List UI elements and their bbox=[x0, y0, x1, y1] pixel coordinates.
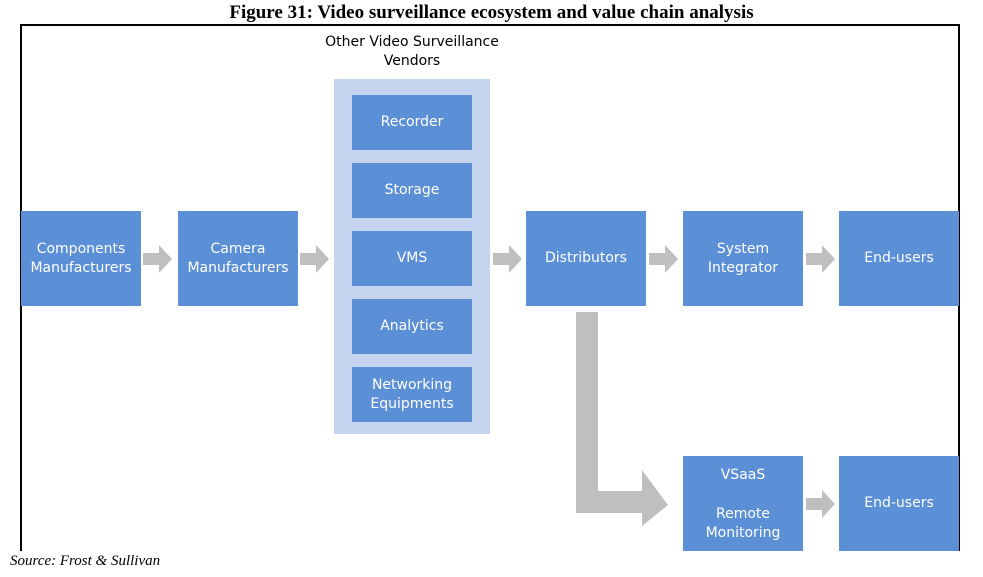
distributors-label: Distributors bbox=[545, 250, 627, 266]
end-users-bottom-label: End-users bbox=[864, 495, 934, 511]
vendor-storage-label: Storage bbox=[384, 182, 440, 198]
arrow-right-icon bbox=[649, 245, 678, 273]
vendor-recorder-box: Recorder bbox=[352, 95, 472, 150]
diagram-frame bbox=[20, 24, 960, 551]
components-label-line2: Manufacturers bbox=[30, 259, 132, 276]
integrator-label-line2: Integrator bbox=[707, 259, 779, 276]
vendor-recorder-label: Recorder bbox=[380, 114, 444, 130]
arrow-right-icon bbox=[300, 245, 329, 273]
vendor-analytics-box: Analytics bbox=[352, 299, 472, 354]
end-users-bottom-box: End-users bbox=[839, 456, 959, 551]
vsaas-box: VSaaS Remote Monitoring bbox=[683, 456, 803, 551]
arrow-right-icon bbox=[806, 245, 835, 273]
remote-label-line2: Monitoring bbox=[705, 525, 781, 541]
camera-label-line2: Manufacturers bbox=[187, 259, 289, 276]
components-manufacturers-box: Components Manufacturers bbox=[21, 211, 141, 306]
vendor-storage-box: Storage bbox=[352, 163, 472, 218]
camera-manufacturers-box: Camera Manufacturers bbox=[178, 211, 298, 306]
vendor-analytics-label: Analytics bbox=[380, 318, 444, 334]
arrow-right-icon bbox=[493, 245, 522, 273]
source-note: Source: Frost & Sullivan bbox=[10, 553, 161, 569]
vendors-title-line1: Other Video Surveillance bbox=[325, 34, 499, 50]
vendor-networking-box: Networking Equipments bbox=[352, 367, 472, 422]
system-integrator-box: System Integrator bbox=[683, 211, 803, 306]
vendors-group-title: Other Video Surveillance Vendors bbox=[300, 33, 524, 71]
vendor-vms-box: VMS bbox=[352, 231, 472, 286]
remote-label-line1: Remote bbox=[715, 506, 771, 522]
vendors-title-line2: Vendors bbox=[383, 53, 441, 69]
arrow-right-icon bbox=[143, 245, 172, 273]
vendor-networking-label-line1: Networking bbox=[371, 376, 453, 393]
vsaas-label: VSaaS bbox=[720, 467, 766, 483]
vendor-networking-label-line2: Equipments bbox=[370, 395, 454, 412]
vendor-vms-label: VMS bbox=[396, 250, 428, 266]
camera-label-line1: Camera bbox=[210, 240, 266, 257]
arrow-right-icon bbox=[806, 490, 835, 518]
integrator-label-line1: System bbox=[716, 240, 770, 257]
components-label-line1: Components bbox=[36, 240, 126, 257]
bent-arrow-icon bbox=[576, 312, 668, 526]
figure-title: Figure 31: Video surveillance ecosystem … bbox=[229, 2, 754, 23]
end-users-top-label: End-users bbox=[864, 250, 934, 266]
distributors-box: Distributors bbox=[526, 211, 646, 306]
end-users-top-box: End-users bbox=[839, 211, 959, 306]
